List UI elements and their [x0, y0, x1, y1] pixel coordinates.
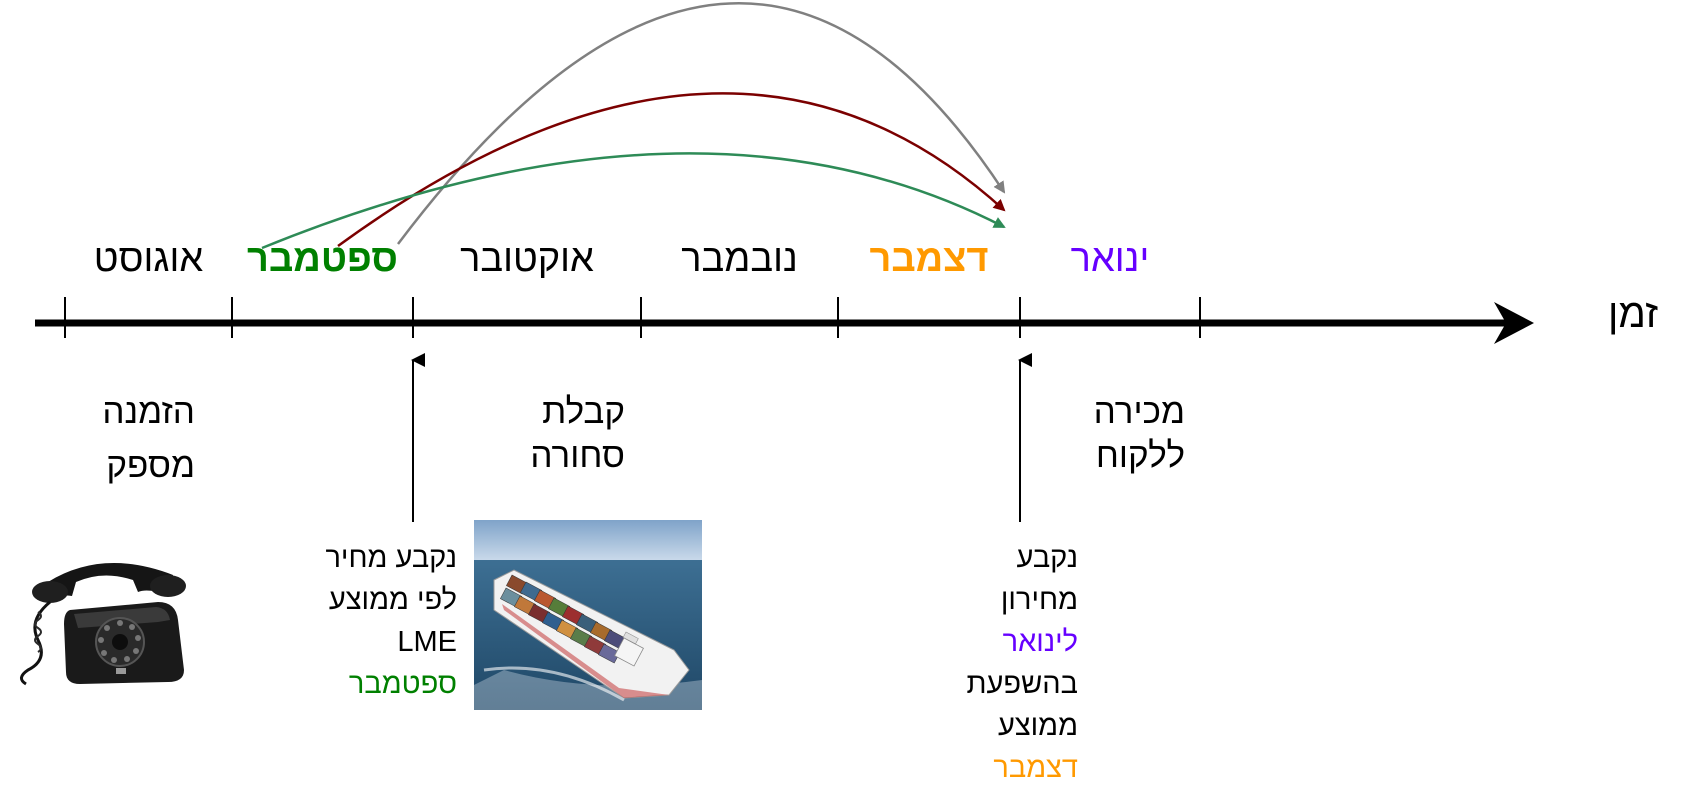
note-line: נקבע מחיר	[325, 542, 457, 574]
event-receipt-line2: סחורה	[530, 436, 625, 475]
event-order-line1: הזמנה	[102, 392, 195, 431]
event-sale-line2: ללקוח	[1095, 436, 1185, 475]
event-order-line2: מספק	[106, 446, 195, 485]
note-january-price: נקבע מחירון לינואר בהשפעת ממוצע דצמבר	[930, 537, 1079, 789]
event-sale-line1: מכירה	[1093, 392, 1185, 431]
note-line: נקבע	[1016, 542, 1078, 574]
note-line-december: דצמבר	[993, 752, 1078, 784]
month-december: דצמבר	[869, 238, 989, 280]
event-sale: מכירה ללקוח	[1070, 390, 1185, 478]
month-august: אוגוסט	[93, 238, 204, 280]
month-october: אוקטובר	[460, 238, 594, 280]
note-line: מחירון	[1000, 584, 1078, 616]
event-order: הזמנה מספק	[80, 390, 195, 488]
event-receipt-line1: קבלת	[542, 392, 625, 431]
container-ship-photo	[474, 520, 702, 710]
time-axis-arrowhead	[1494, 302, 1534, 344]
arc-green	[261, 152, 1006, 250]
note-line-january: לינואר	[1002, 626, 1078, 658]
month-january: ינואר	[1070, 238, 1150, 280]
note-line: לפי ממוצע	[328, 584, 457, 616]
arc-darkred	[337, 92, 1006, 248]
month-november: נובמבר	[681, 238, 798, 280]
month-ticks	[64, 297, 1201, 338]
telephone-icon	[20, 563, 186, 686]
note-september-price: נקבע מחיר לפי ממוצע LME ספטמבר	[270, 537, 457, 705]
note-line: ממוצע	[997, 710, 1078, 742]
note-line: LME	[397, 626, 457, 658]
note-line: בהשפעת	[966, 668, 1079, 700]
month-september: ספטמבר	[247, 238, 398, 280]
axis-label-time: זמן	[1608, 292, 1658, 336]
arc-gray	[397, 2, 1006, 245]
event-receipt: קבלת סחורה	[490, 390, 625, 478]
note-line-september: ספטמבר	[348, 668, 457, 700]
